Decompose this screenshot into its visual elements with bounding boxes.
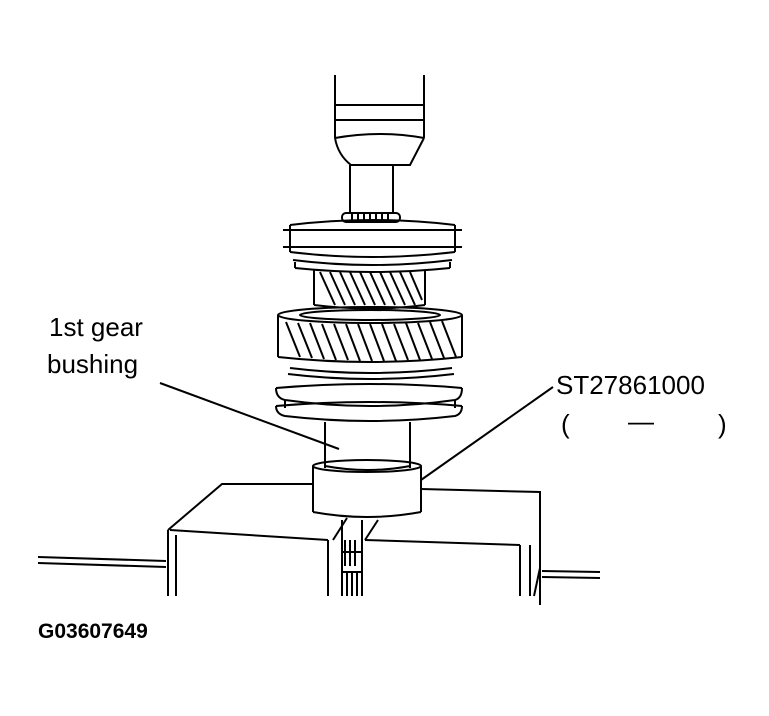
bushing-label-line2: bushing xyxy=(47,349,139,379)
first-gear-bushing xyxy=(324,422,411,471)
synchronizer-rings xyxy=(275,367,463,422)
upper-helical-gear xyxy=(313,270,426,310)
bushing-label-line1: 1st gear xyxy=(49,312,143,342)
large-helical-gear xyxy=(277,306,463,363)
tool-paren-close: ) xyxy=(718,409,727,439)
figure-id: G03607649 xyxy=(38,620,148,643)
bushing-leader-line xyxy=(159,382,340,450)
synchronizer-hub xyxy=(283,219,462,273)
press-bed xyxy=(167,483,541,605)
tool-leader-line xyxy=(420,386,554,481)
tool-number-label: ST27861000 xyxy=(556,370,705,400)
table-rails xyxy=(37,556,601,579)
tool-paren-open: ( xyxy=(561,409,570,439)
press-ram xyxy=(334,75,425,214)
special-tool-st27861000 xyxy=(312,459,422,518)
tool-dash: — xyxy=(628,406,654,436)
